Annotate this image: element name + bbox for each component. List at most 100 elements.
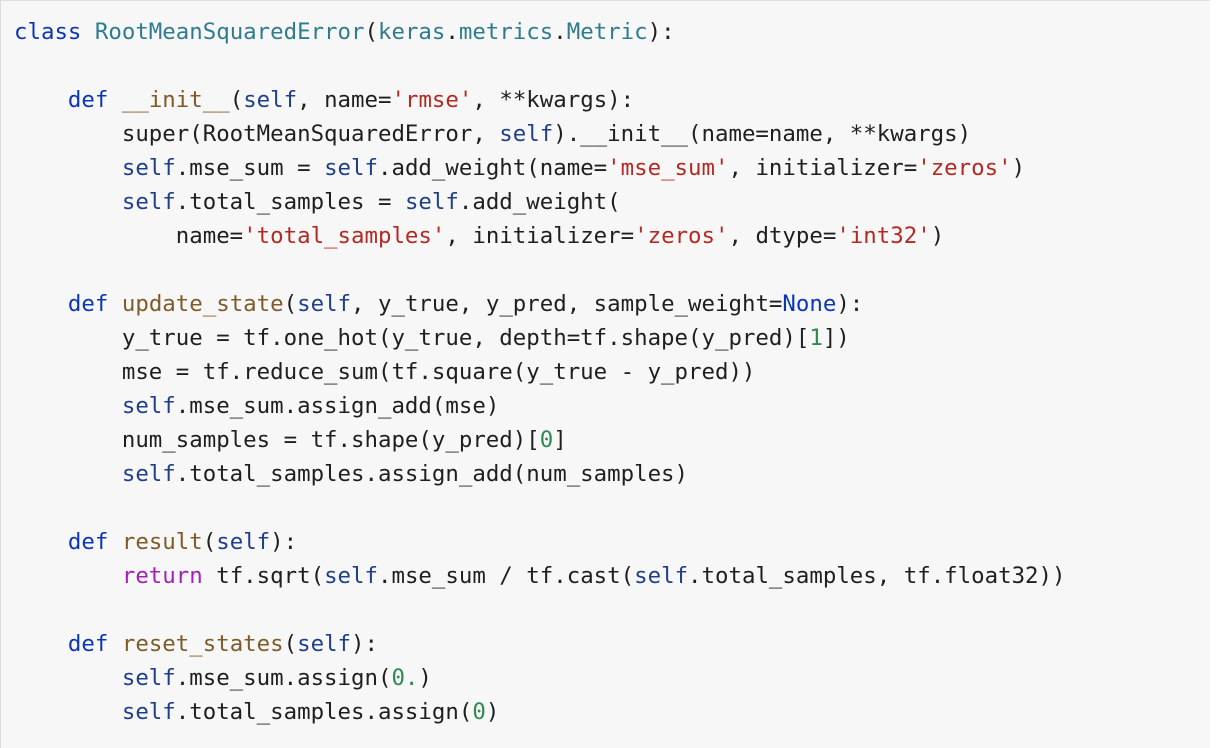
code-text [14,665,122,691]
string-token: 'total_samples' [243,223,446,249]
code-text: .mse_sum / tf.cast( [377,563,635,589]
self-token: self [121,189,176,215]
number-token: 1 [809,325,823,351]
string-token: 'rmse' [391,87,473,113]
code-text: . [553,19,567,45]
return-keyword-token: return [121,563,203,589]
code-text: , initializer= [728,155,918,181]
code-text [14,563,122,589]
code-text: , y_true, y_pred, sample_weight= [351,291,783,317]
code-text: .mse_sum.assign_add(mse) [175,393,500,419]
code-text: num_samples = tf.shape(y_pred)[ [14,427,540,453]
code-text: , name= [297,87,392,113]
code-text: , **kwargs): [472,87,635,113]
class-name-token: RootMeanSquaredError [94,19,365,45]
function-name-token: update_state [121,291,284,317]
identifier-token: Metric [566,19,648,45]
self-token: self [324,563,378,589]
code-text: ( [229,87,244,113]
code-line: def result(self): [14,525,1066,559]
code-text [108,87,121,113]
code-text [14,393,122,419]
code-text: ): [351,631,378,657]
self-token: self [121,665,176,691]
code-text: tf.sqrt( [202,563,325,589]
code-text [14,291,68,317]
code-text: ( [364,19,378,45]
code-text [14,189,122,215]
code-line: name='total_samples', initializer='zeros… [14,219,1066,253]
code-text [81,19,94,45]
self-token: self [121,155,176,181]
self-token: self [121,393,176,419]
keyword-token: class [14,19,82,45]
code-line: num_samples = tf.shape(y_pred)[0] [14,423,1066,457]
code-line: self.mse_sum = self.add_weight(name='mse… [14,151,1066,185]
code-text: ) [930,223,945,249]
code-line [14,49,1066,83]
identifier-token: keras [377,19,446,45]
code-text [14,155,122,181]
code-text [14,699,122,725]
code-line: def reset_states(self): [14,627,1066,661]
string-token: 'mse_sum' [607,155,729,181]
code-text: ( [283,631,298,657]
code-text [14,631,68,657]
keyword-token: def [67,631,109,657]
code-text: ( [283,291,298,317]
code-line: self.total_samples = self.add_weight( [14,185,1066,219]
code-text: .total_samples.assign_add(num_samples) [175,461,689,487]
number-token: 0. [391,665,419,691]
code-line: def __init__(self, name='rmse', **kwargs… [14,83,1066,117]
code-text: ): [270,529,298,555]
code-text [14,461,122,487]
code-text: ).__init__(name=name, **kwargs) [553,121,972,147]
code-line [14,593,1066,627]
keyword-token: def [67,529,109,555]
code-text: .total_samples = [175,189,405,215]
function-name-token: reset_states [121,631,284,657]
identifier-token: metrics [458,19,554,45]
string-token: 'int32' [836,223,931,249]
code-text: .mse_sum = [175,155,325,181]
code-text: ) [418,665,432,691]
self-token: self [216,529,271,555]
code-text: .mse_sum.assign( [175,665,392,691]
code-text: ) [485,699,500,725]
none-token: None [782,291,837,317]
self-token: self [324,155,378,181]
code-text: , dtype= [728,223,837,249]
self-token: self [121,461,176,487]
code-text: ): [647,19,675,45]
code-text: .add_weight(name= [377,155,608,181]
code-text: .total_samples, tf.float32)) [688,563,1066,589]
number-token: 0 [472,699,486,725]
self-token: self [634,563,689,589]
code-text: y_true = tf.one_hot(y_true, depth=tf.sha… [14,325,810,351]
string-token: 'zeros' [917,155,1012,181]
string-token: 'zeros' [634,223,729,249]
self-token: self [297,291,352,317]
code-line: return tf.sqrt(self.mse_sum / tf.cast(se… [14,559,1066,593]
code-text: ] [553,427,567,453]
code-line: self.total_samples.assign_add(num_sample… [14,457,1066,491]
code-text: , initializer= [445,223,635,249]
code-text: .add_weight( [458,189,621,215]
code-area[interactable]: class RootMeanSquaredError(keras.metrics… [14,15,1066,729]
code-text: super(RootMeanSquaredError, [14,121,500,147]
keyword-token: def [67,291,109,317]
code-text: ]) [822,325,850,351]
code-line [14,491,1066,525]
code-text: . [445,19,459,45]
code-text: mse = tf.reduce_sum(tf.square(y_true - y… [14,359,756,385]
code-text [14,529,68,555]
self-token: self [499,121,554,147]
code-text: .total_samples.assign( [175,699,473,725]
function-name-token: __init__ [121,87,230,113]
code-text [108,291,121,317]
code-text: ): [836,291,864,317]
code-text [108,631,121,657]
self-token: self [243,87,298,113]
number-token: 0 [539,427,554,453]
function-name-token: result [121,529,203,555]
